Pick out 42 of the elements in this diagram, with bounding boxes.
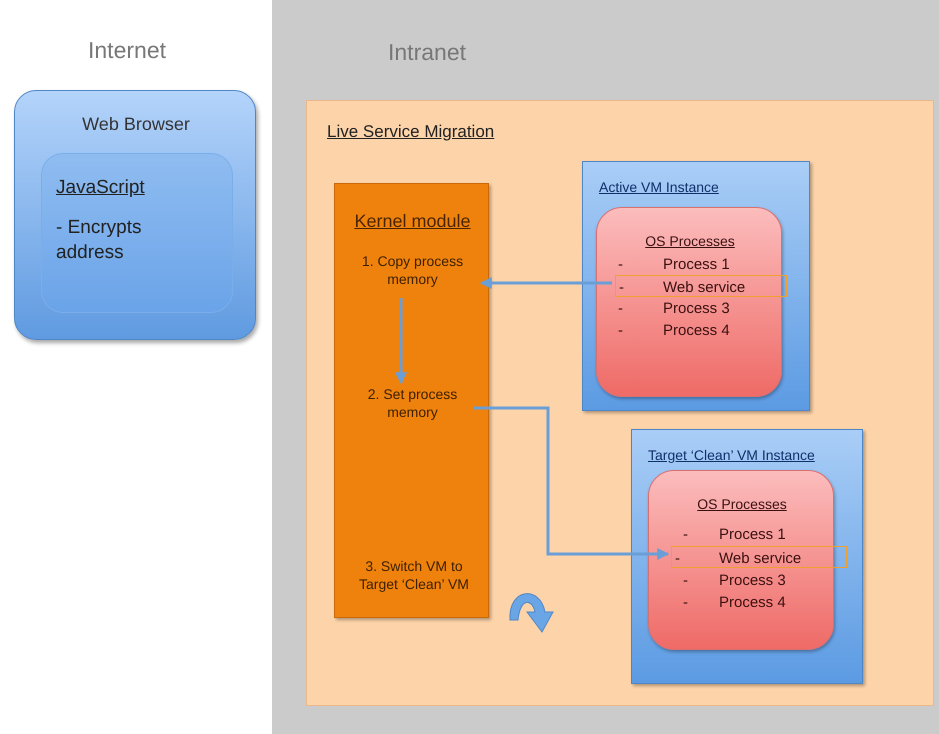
bullet-dash: -: [683, 571, 688, 590]
process-name: Process 4: [719, 593, 786, 612]
bullet-dash: -: [618, 299, 623, 318]
bullet-dash: -: [619, 278, 625, 298]
panel-title: Kernel module: [353, 210, 472, 233]
process-name: Process 3: [719, 571, 786, 590]
panel-title: Web Browser: [81, 113, 191, 136]
process-name: Process 4: [663, 321, 730, 340]
bullet-dash: -: [683, 593, 688, 612]
vm-instance-box: [631, 429, 863, 684]
arrow: [473, 406, 670, 560]
migration-panel: [306, 100, 934, 706]
list-heading: OS Processes: [696, 495, 788, 514]
panel-title: Live Service Migration: [327, 121, 496, 143]
bullet-dash: -: [683, 525, 688, 544]
description-text: - Encrypts address: [56, 216, 143, 265]
highlighted-process-row: [615, 275, 787, 297]
step-text: 1. Copy process memory: [360, 252, 464, 288]
network-zone: [272, 0, 939, 734]
process-name: Process 1: [663, 255, 730, 274]
script-panel: [41, 153, 233, 313]
kernel-module-box: [334, 183, 489, 618]
vm-instance-box: [582, 161, 810, 411]
list-heading: OS Processes: [644, 232, 736, 250]
arrow: [480, 277, 612, 289]
process-name: Web service: [663, 278, 746, 298]
zone-title: Internet: [88, 36, 166, 65]
panel-title: Target ‘Clean’ VM Instance: [648, 446, 816, 464]
step-text: 3. Switch VM to Target ‘Clean’ VM: [358, 557, 470, 594]
arrow: [395, 298, 407, 384]
process-name: Process 3: [663, 299, 730, 318]
panel-title: Active VM Instance: [599, 178, 720, 196]
process-name: Process 1: [719, 525, 786, 544]
bullet-dash: -: [675, 549, 681, 568]
bullet-dash: -: [618, 321, 623, 340]
zone-title: Intranet: [388, 38, 467, 67]
step-text: 2. Set process memory: [366, 385, 458, 422]
highlighted-process-row: [671, 546, 847, 568]
panel-title: JavaScript: [56, 176, 146, 200]
browser-panel: [14, 90, 256, 340]
bullet-dash: -: [618, 255, 623, 274]
process-name: Web service: [719, 549, 802, 568]
